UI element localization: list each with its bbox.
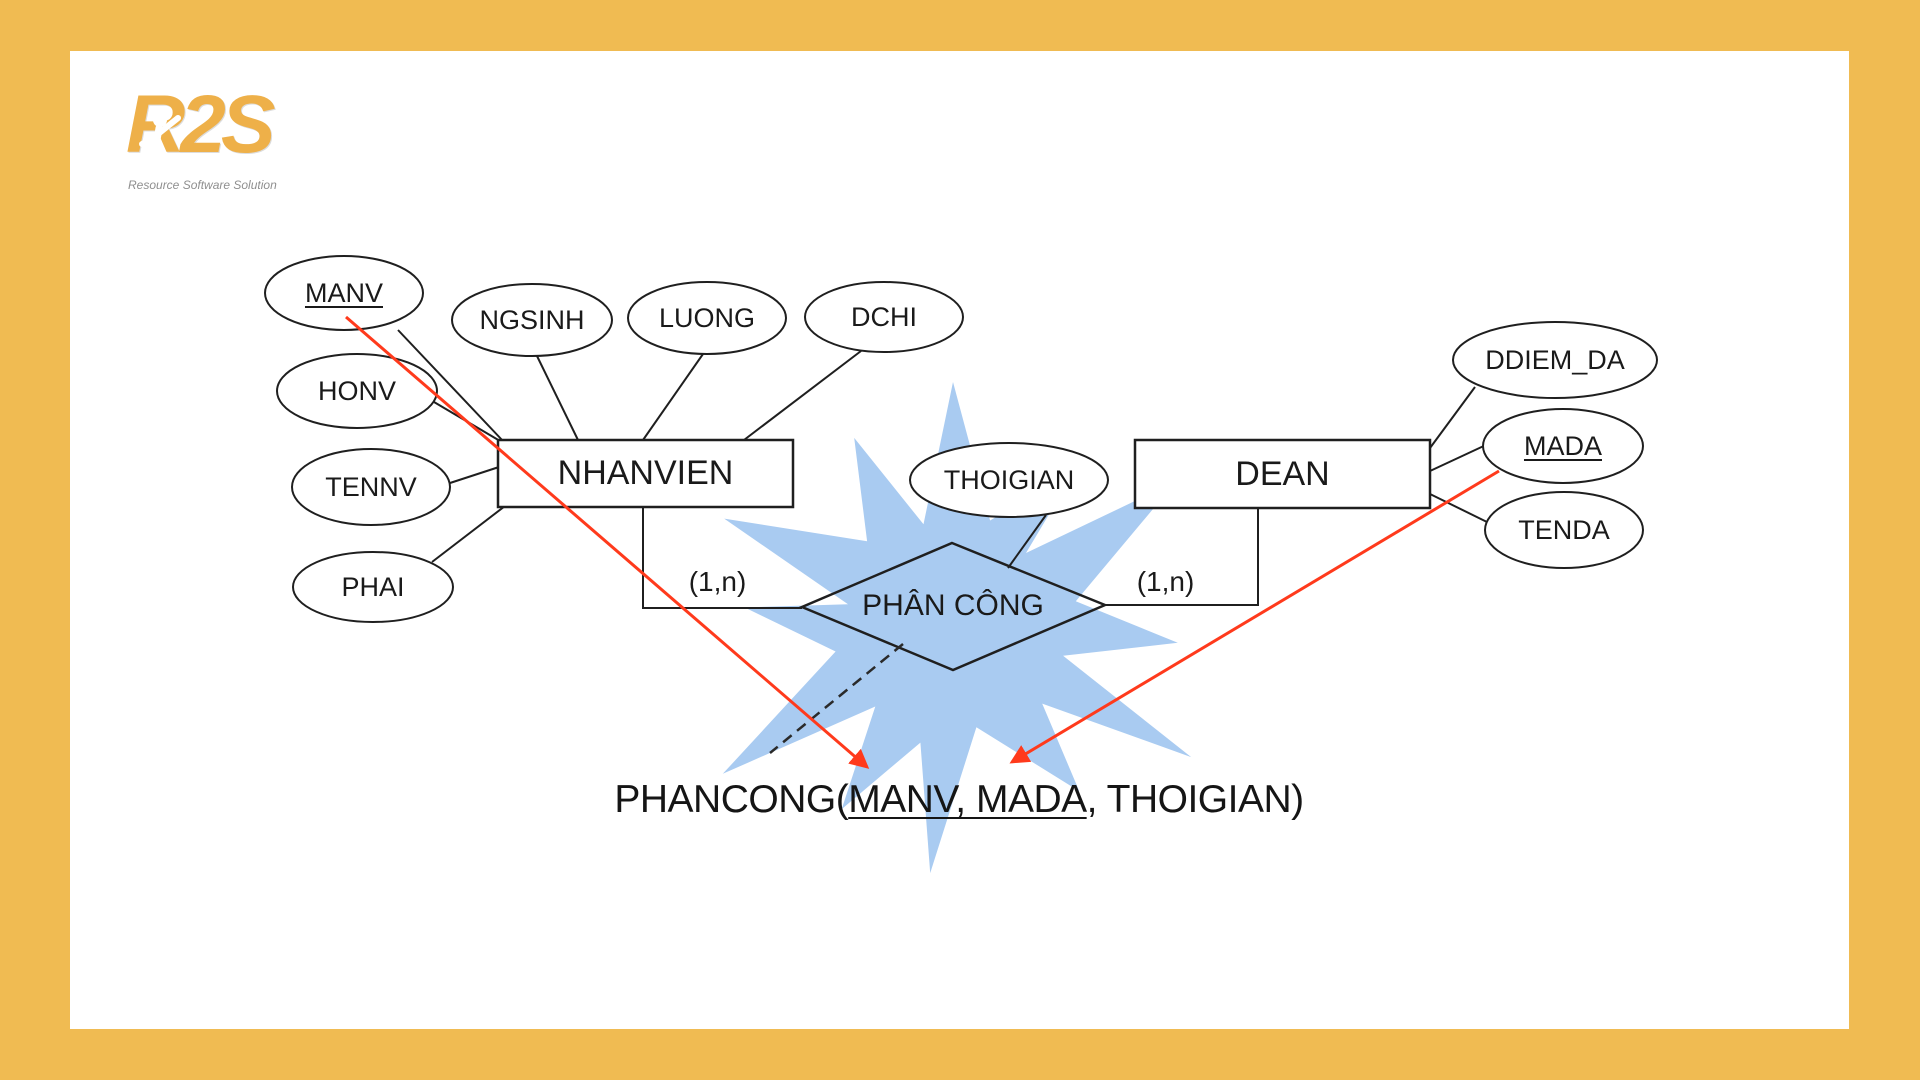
connector-luong <box>642 353 704 441</box>
connector-thoigian <box>1007 514 1047 569</box>
connector-tennv <box>449 466 500 484</box>
starburst-highlight <box>722 382 1192 874</box>
connector-dean-phancong <box>1105 508 1259 606</box>
connector-mada <box>1429 443 1489 472</box>
red-arrow-manv <box>345 315 870 769</box>
attribute-ellipse-dchi <box>804 281 964 353</box>
connector-ddiem-da <box>1429 386 1476 449</box>
attribute-ellipse-phai <box>292 551 454 623</box>
connector-tenda <box>1429 493 1488 523</box>
attribute-ellipse-luong <box>627 281 787 355</box>
relationship-diamond-phancong <box>798 541 1109 672</box>
red-arrow-mada <box>1009 469 1500 764</box>
attribute-ellipse-thoigian <box>909 442 1109 518</box>
entity-rect-nhanvien <box>496 438 795 509</box>
attribute-ellipse-mada <box>1482 408 1644 484</box>
attribute-ellipse-manv <box>264 255 424 331</box>
attribute-ellipse-ngsinh <box>451 283 613 357</box>
connector-dchi <box>743 350 862 441</box>
connector-nhanvien-phancong <box>642 507 802 609</box>
connector-ngsinh <box>536 355 579 441</box>
attribute-ellipse-tennv <box>291 448 451 526</box>
connector-manv <box>397 329 504 442</box>
attribute-ellipse-ddiem-da <box>1452 321 1658 399</box>
attribute-ellipse-tenda <box>1484 491 1644 569</box>
entity-rect-dean <box>1133 438 1432 510</box>
dashed-mapping-line <box>769 643 904 754</box>
connector-phai <box>431 505 506 563</box>
attribute-ellipse-honv <box>276 353 438 429</box>
